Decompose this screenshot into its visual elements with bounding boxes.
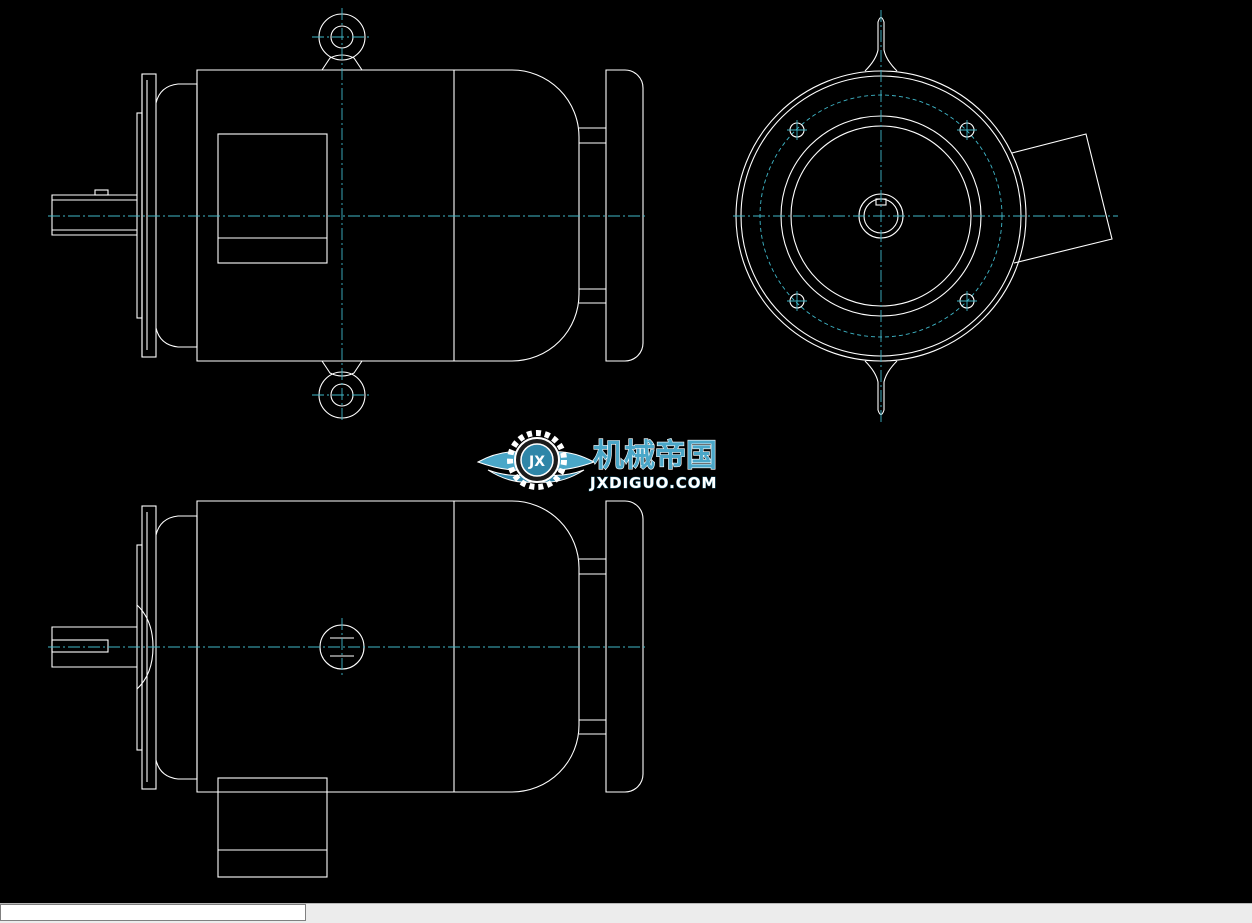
top-view (48, 500, 648, 878)
logo-badge-text: JX (528, 454, 545, 470)
watermark-logo: JX 机械帝国 JXDIGUO.COM (476, 430, 718, 492)
end-view (733, 10, 1118, 422)
logo-url-text: JXDIGUO.COM (589, 474, 717, 492)
gear-icon (507, 430, 567, 490)
front-view (48, 8, 648, 420)
logo-chinese-text: 机械帝国 (593, 438, 717, 474)
status-bar (0, 903, 1252, 923)
cad-canvas[interactable]: JX 机械帝国 JXDIGUO.COM (0, 0, 1252, 903)
command-line-input[interactable] (0, 904, 306, 921)
